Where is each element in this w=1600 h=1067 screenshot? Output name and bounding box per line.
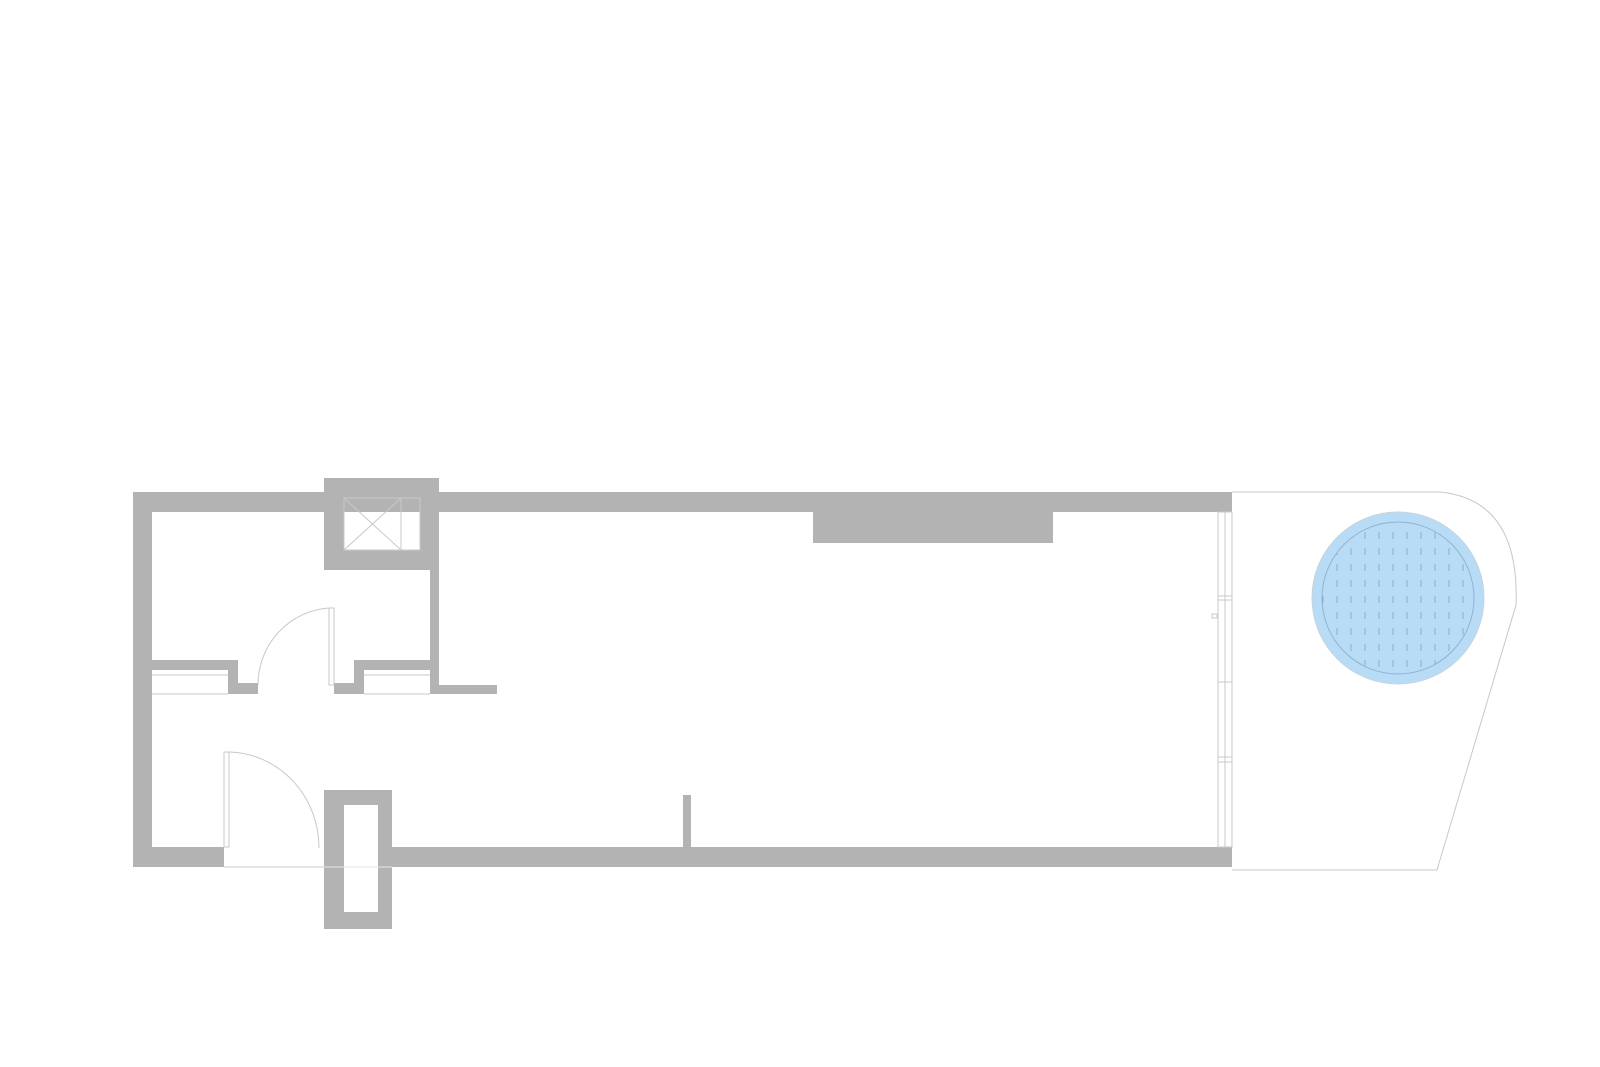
column: [324, 790, 392, 929]
door-inner: [257, 607, 335, 686]
circular-pool: [1311, 511, 1485, 685]
exterior-walls: [133, 492, 1232, 867]
terrace-outline: [1232, 491, 1517, 871]
interior-partitions: [152, 660, 497, 695]
glazed-facade: [1211, 511, 1233, 848]
service-shaft: [324, 478, 439, 694]
door-entrance: [223, 751, 324, 868]
